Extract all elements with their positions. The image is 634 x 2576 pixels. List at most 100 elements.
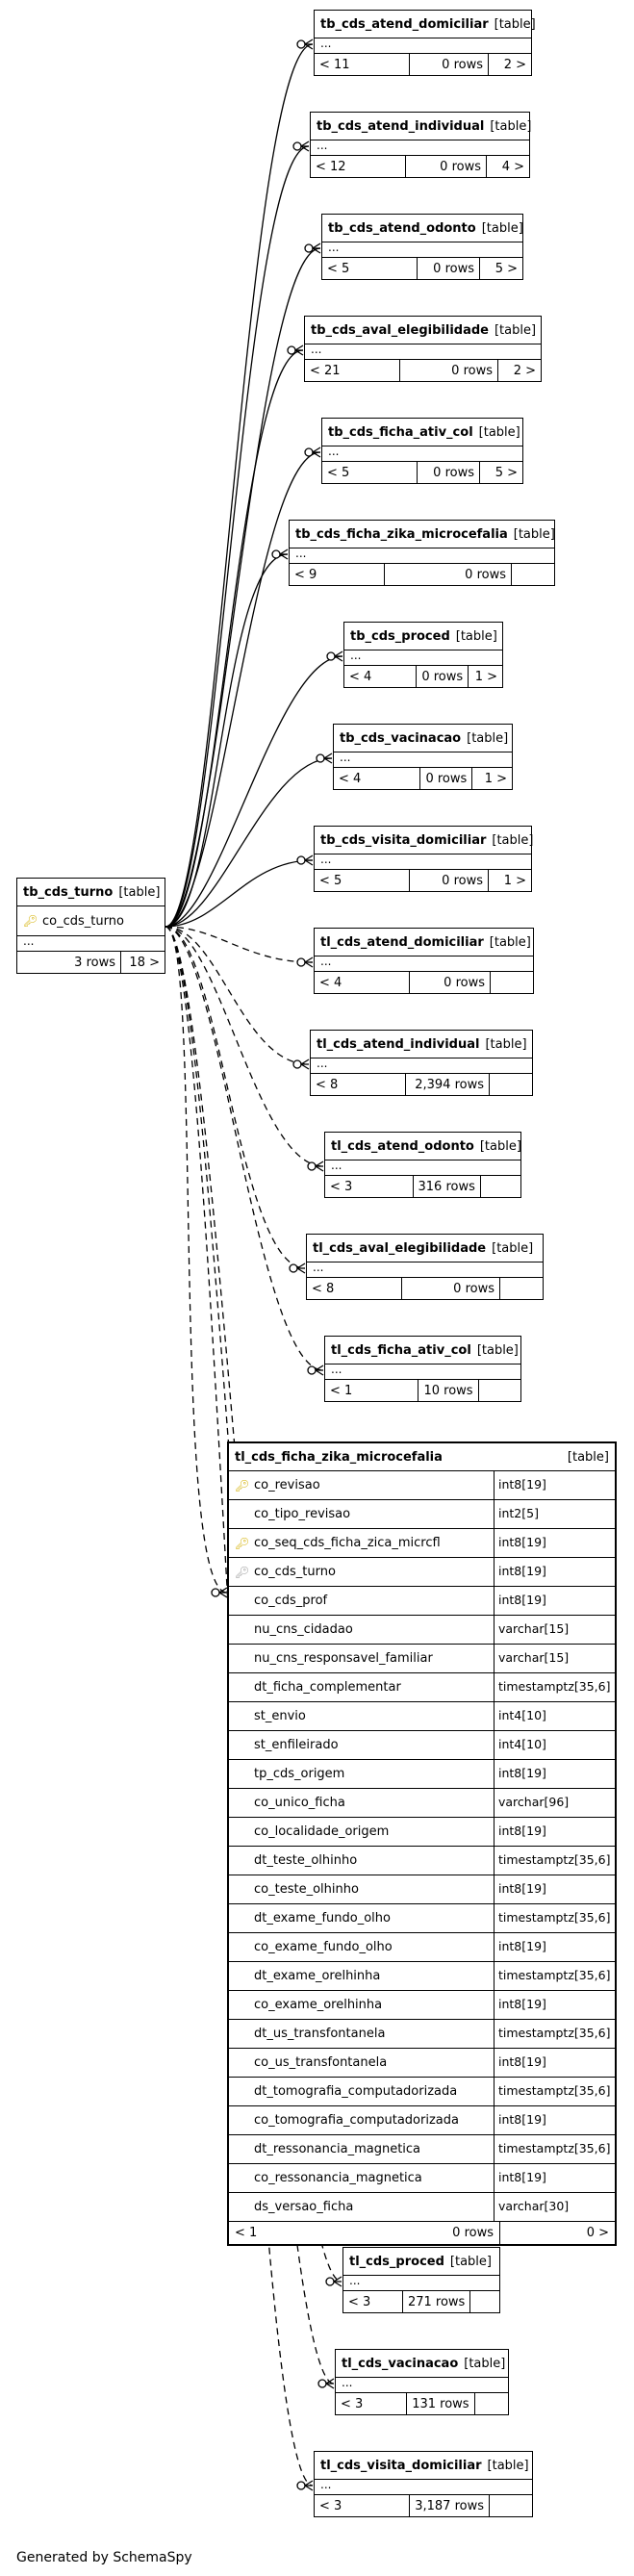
parents-link[interactable]: < 1 (325, 1380, 419, 1401)
column-name[interactable]: st_envio (254, 1709, 306, 1723)
children-link[interactable] (491, 972, 533, 993)
column-name[interactable]: dt_exame_orelhinha (254, 1969, 381, 1983)
parents-link[interactable]: < 3 (336, 2393, 408, 2414)
table-tl-cds-ficha-zika-microcefalia[interactable]: tl_cds_ficha_zika_microcefalia [table] 🔑… (227, 1441, 617, 2246)
children-link[interactable] (512, 564, 554, 585)
children-link[interactable] (479, 1380, 520, 1401)
table-name[interactable]: tl_cds_ficha_zika_microcefalia (235, 1449, 443, 1465)
children-link[interactable]: 2 > (503, 57, 526, 72)
table-name[interactable]: tl_cds_aval_elegibilidade (313, 1240, 487, 1256)
table-name[interactable]: tb_cds_ficha_ativ_col (328, 424, 473, 440)
parents-link[interactable]: < 21 (305, 360, 400, 381)
children-link[interactable]: 5 > (495, 261, 518, 276)
parents-link[interactable]: < 3 (343, 2291, 403, 2312)
table-name[interactable]: tb_cds_vacinacao (340, 730, 462, 746)
children-link[interactable] (500, 1278, 543, 1299)
column-name[interactable]: co_exame_fundo_olho (254, 1940, 393, 1954)
children-link[interactable]: 2 > (513, 363, 536, 378)
parents-link[interactable]: < 4 (344, 666, 418, 687)
parents-link[interactable]: < 9 (290, 564, 385, 585)
column-name[interactable]: dt_teste_olhinho (254, 1853, 358, 1868)
column-name[interactable]: co_tipo_revisao (254, 1507, 351, 1521)
parents-link[interactable]: < 3 (325, 1176, 414, 1197)
table-name[interactable]: tl_cds_atend_odonto (331, 1138, 474, 1154)
column-name[interactable]: dt_tomografia_computadorizada (254, 2084, 458, 2099)
column-name[interactable]: dt_ficha_complementar (254, 1680, 401, 1695)
column-name[interactable]: co_tomografia_computadorizada (254, 2113, 459, 2128)
children-link[interactable] (481, 1176, 520, 1197)
table-name[interactable]: tb_cds_proced (350, 628, 450, 644)
parents-link[interactable]: < 4 (315, 972, 410, 993)
table-name[interactable]: tb_cds_visita_domiciliar (320, 832, 487, 848)
column-name[interactable]: nu_cns_cidadao (254, 1622, 353, 1637)
children-link[interactable] (490, 1074, 532, 1095)
table-name[interactable]: tb_cds_atend_domiciliar (320, 16, 489, 32)
children-link[interactable] (470, 2291, 499, 2312)
table-name[interactable]: tb_cds_turno (23, 884, 114, 900)
column-name[interactable]: co_cds_turno (254, 1565, 336, 1579)
table-name[interactable]: tl_cds_atend_individual (317, 1036, 480, 1052)
table-name[interactable]: tl_cds_visita_domiciliar (320, 2458, 482, 2473)
table-name[interactable]: tl_cds_proced (349, 2254, 444, 2269)
parents-link[interactable]: < 12 (311, 156, 406, 177)
table-name[interactable]: tb_cds_ficha_zika_microcefalia (295, 526, 508, 542)
children-link[interactable]: 1 > (484, 771, 507, 786)
column-name[interactable]: co_revisao (254, 1478, 320, 1492)
column-row[interactable]: 🔑︎co_cds_turno (17, 906, 165, 936)
parents-link[interactable]: < 11 (315, 54, 410, 75)
column-name[interactable]: co_ressonancia_magnetica (254, 2171, 422, 2185)
column-name[interactable]: tp_cds_origem (254, 1767, 345, 1781)
column-name[interactable]: ds_versao_ficha (254, 2200, 354, 2214)
table-tb-cds-turno[interactable]: tb_cds_turno [table] 🔑︎co_cds_turno ... … (16, 878, 165, 974)
table-name[interactable]: tb_cds_atend_individual (317, 118, 485, 134)
column-name[interactable]: co_cds_turno (42, 913, 124, 929)
children-link[interactable]: 5 > (495, 465, 518, 480)
children-link[interactable]: 18 > (129, 955, 160, 970)
parents-link[interactable]: < 4 (334, 768, 421, 789)
column-name[interactable]: co_localidade_origem (254, 1824, 390, 1839)
column-name[interactable]: co_exame_orelhinha (254, 1998, 383, 2012)
table-tb-cds-ficha-zika-microcefalia[interactable]: tb_cds_ficha_zika_microcefalia[table]...… (289, 520, 555, 586)
parents-link[interactable]: < 3 (315, 2495, 410, 2516)
parents-link[interactable]: < 5 (322, 258, 418, 279)
parents-link[interactable]: < 1 (235, 2226, 258, 2240)
parents-link[interactable]: < 5 (322, 462, 418, 483)
children-link[interactable]: 1 > (474, 669, 497, 684)
column-name[interactable]: co_teste_olhinho (254, 1882, 359, 1897)
column-name[interactable]: dt_us_transfontanela (254, 2027, 386, 2041)
column-name[interactable]: co_unico_ficha (254, 1796, 345, 1810)
parents-link[interactable]: < 8 (311, 1074, 406, 1095)
column-name[interactable]: co_us_transfontanela (254, 2055, 388, 2070)
